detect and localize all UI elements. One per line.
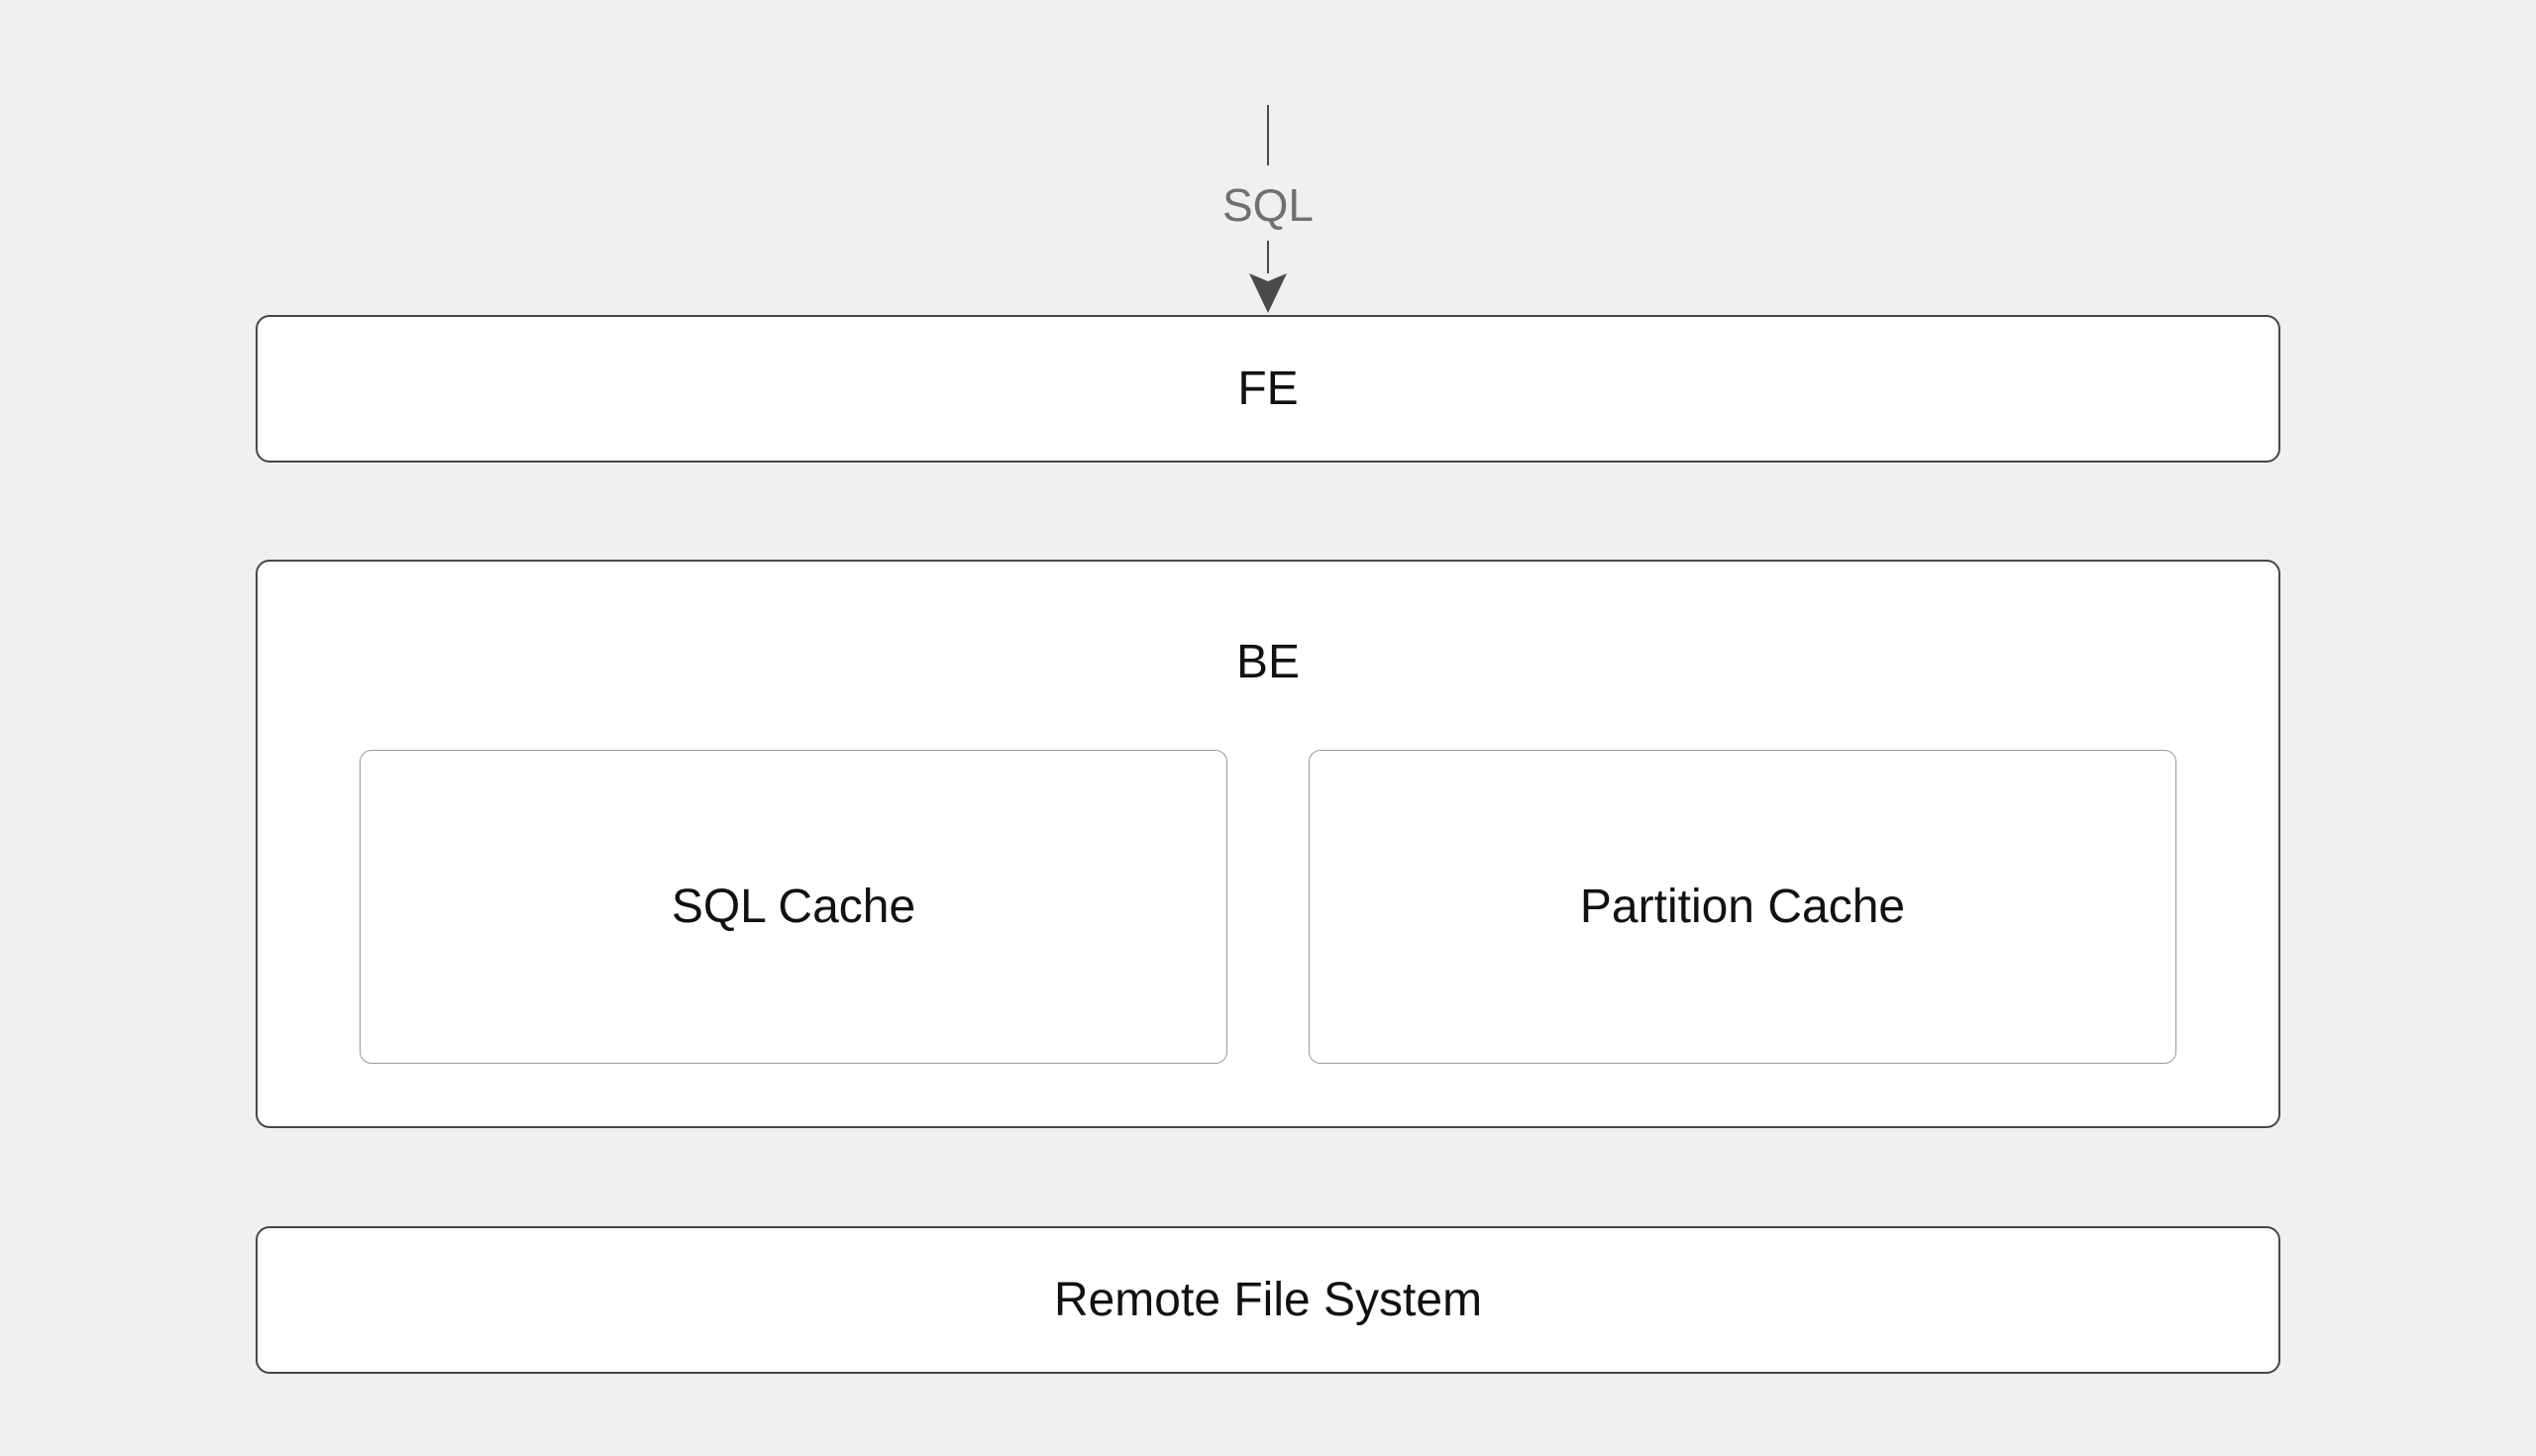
node-remote-file-system: Remote File System	[256, 1226, 2280, 1374]
node-sql-cache-label: SQL Cache	[671, 880, 916, 933]
node-sql-cache: SQL Cache	[360, 750, 1227, 1064]
node-be-label: BE	[1235, 636, 1301, 688]
node-partition-cache: Partition Cache	[1309, 750, 2176, 1064]
arrow-line-upper	[1267, 105, 1269, 165]
node-be: BE SQL Cache Partition Cache	[256, 560, 2280, 1128]
node-fe-label: FE	[1237, 363, 1299, 415]
node-remote-file-system-label: Remote File System	[1053, 1274, 1483, 1326]
node-partition-cache-label: Partition Cache	[1579, 880, 1906, 933]
node-fe: FE	[256, 315, 2280, 463]
arrow-down-icon	[1249, 273, 1287, 313]
arrow-line-lower	[1267, 241, 1269, 273]
sql-arrow-label: SQL	[1221, 179, 1315, 231]
